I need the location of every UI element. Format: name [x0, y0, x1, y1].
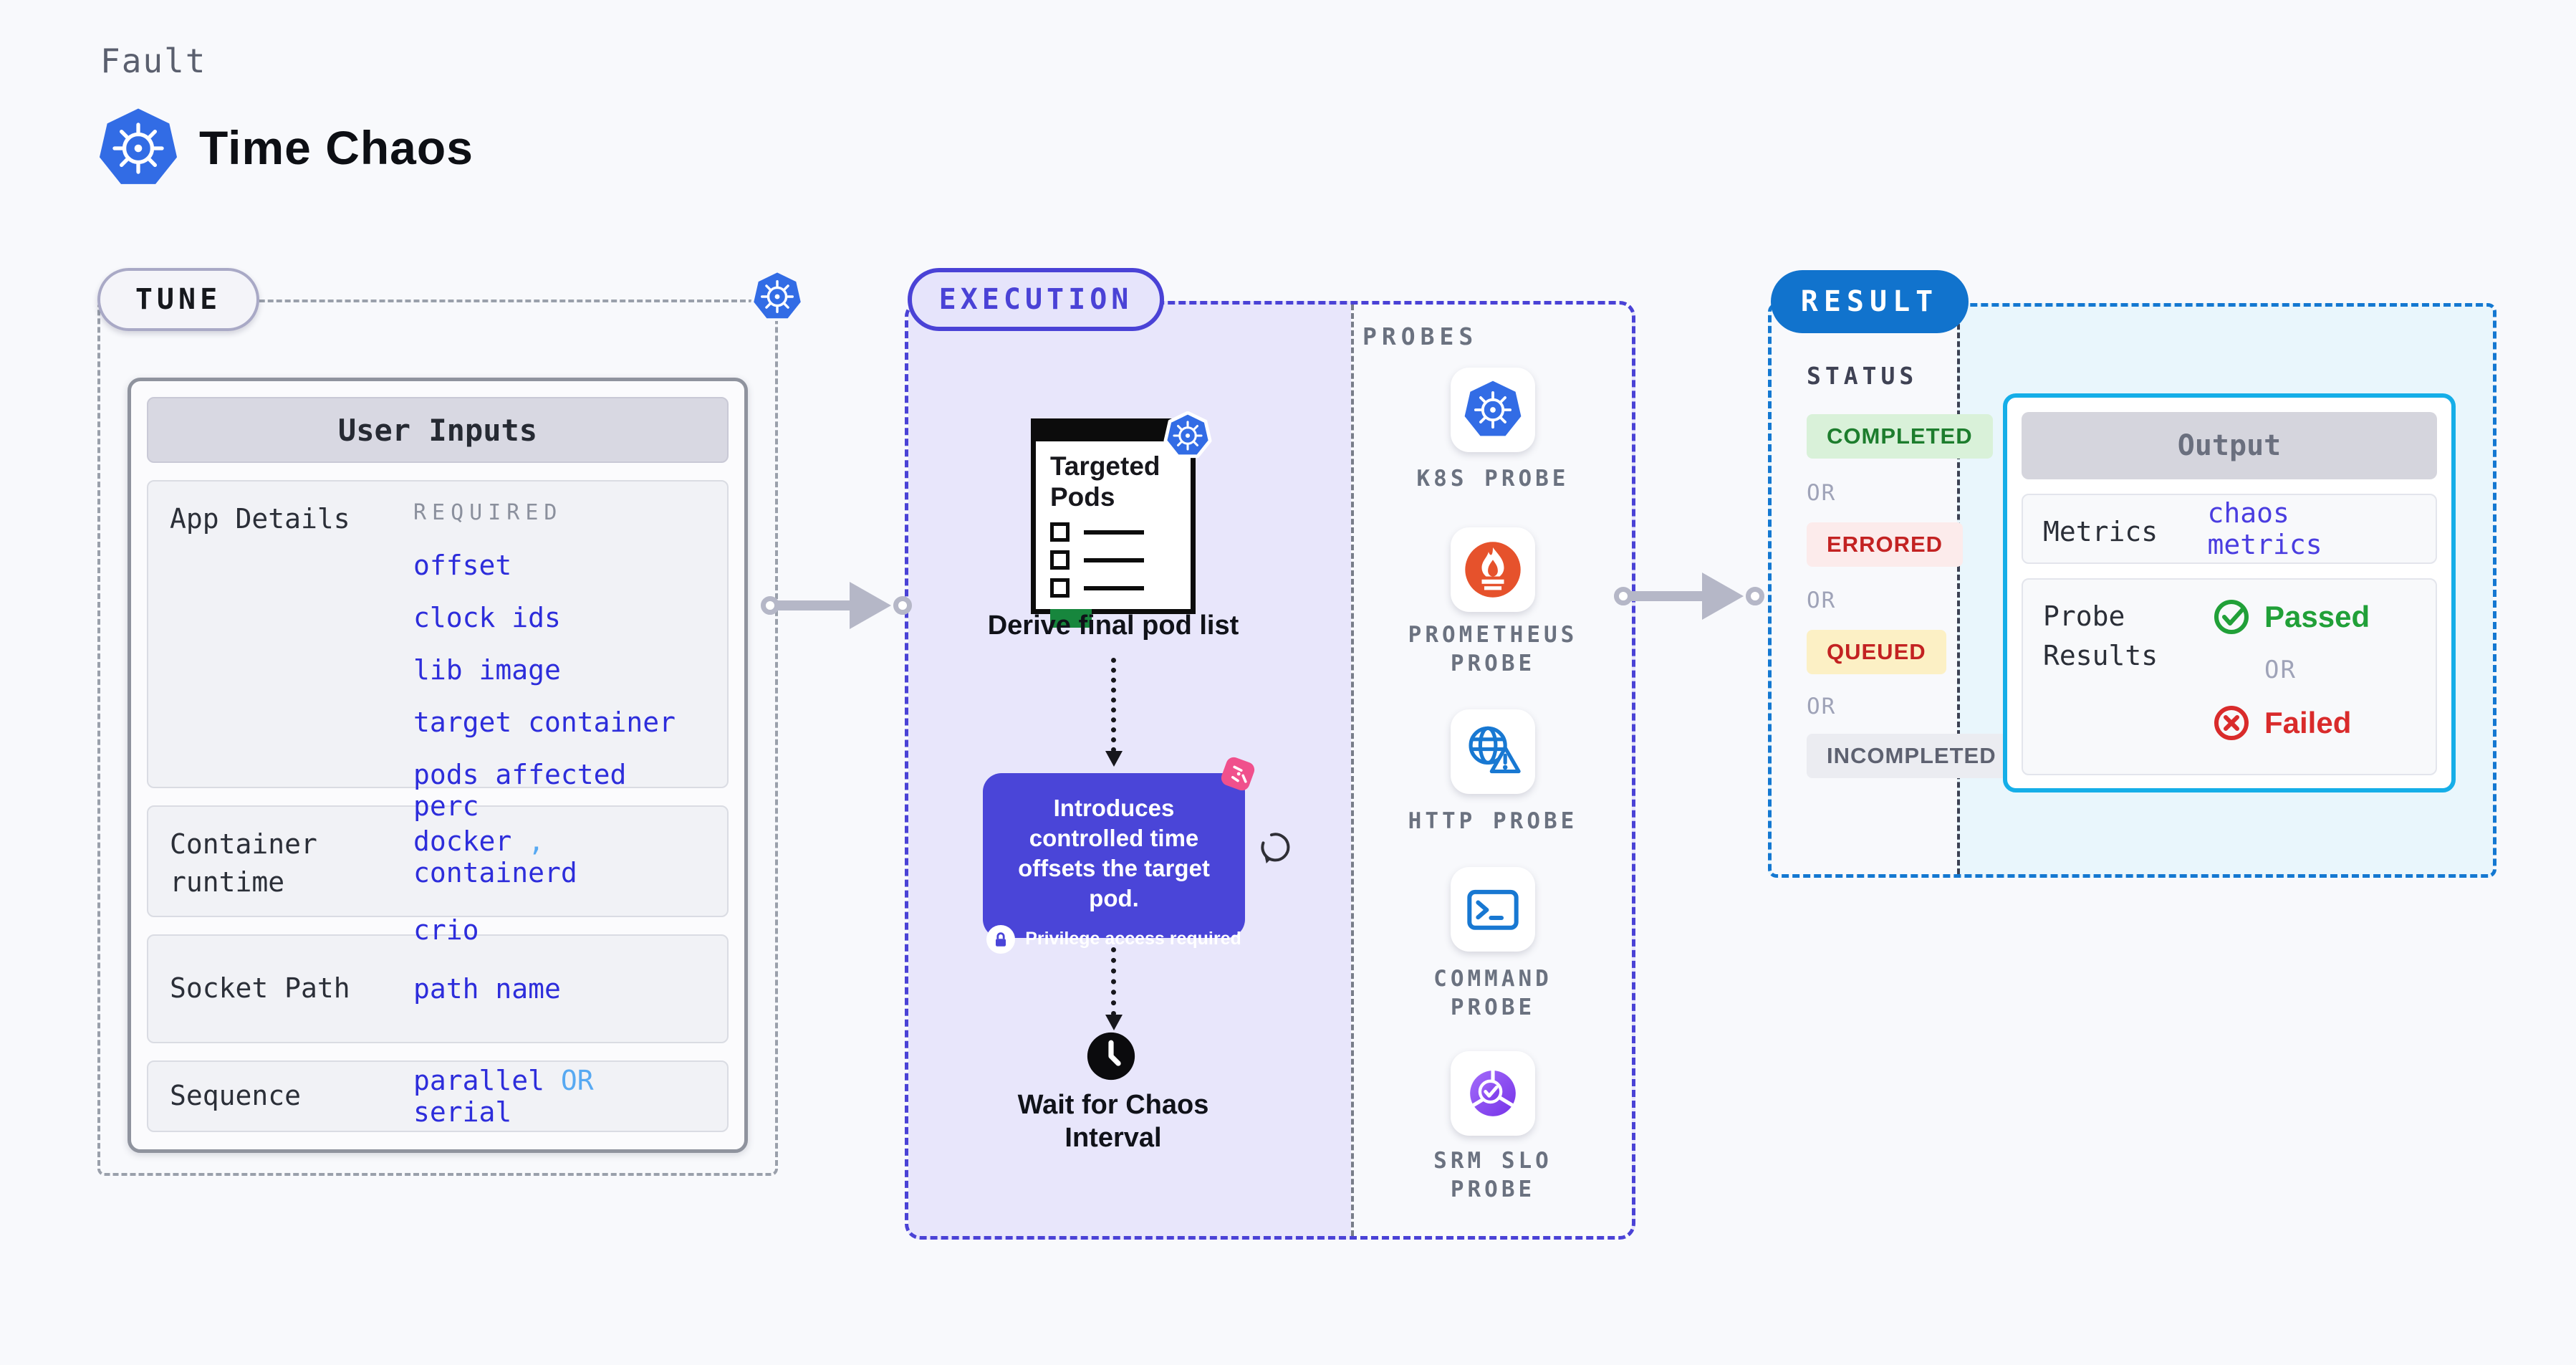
- slo-gauge-check-icon: [1470, 1070, 1516, 1116]
- checkbox-icon: [1050, 550, 1070, 570]
- probes-divider: [1351, 305, 1354, 1236]
- prometheus-probe-card: [1451, 527, 1535, 612]
- pod-checkbox-row: [1050, 578, 1191, 598]
- check-circle-icon: [2214, 600, 2249, 634]
- status-heading: STATUS: [1807, 362, 1918, 390]
- app-details-section: App Details REQUIRED offset clock ids li…: [147, 480, 729, 822]
- metrics-label: Metrics: [2043, 516, 2158, 547]
- status-badge-completed: COMPLETED: [1807, 414, 1993, 459]
- app-detail-value: pods affected perc: [413, 759, 627, 822]
- or-label: OR: [1807, 480, 1837, 506]
- pod-checkbox-row: [1050, 522, 1191, 542]
- probe-label: SRM SLO PROBE: [1433, 1148, 1552, 1203]
- wait-interval-caption: Wait for Chaos Interval: [1017, 1090, 1209, 1153]
- probe-label: K8S PROBE: [1416, 466, 1570, 492]
- or-label: OR: [1807, 588, 1837, 613]
- probe-label: PROMETHEUS PROBE: [1408, 622, 1578, 677]
- terminal-icon: [1467, 889, 1519, 930]
- required-tag: REQUIRED: [413, 500, 563, 525]
- fault-eyebrow: Fault: [100, 42, 207, 80]
- kubernetes-icon: [1464, 380, 1522, 436]
- k8s-probe-card: [1451, 368, 1535, 452]
- tune-section-box: [97, 300, 778, 1176]
- dotted-flow-arrow: [1105, 947, 1123, 1030]
- checkbox-icon: [1050, 522, 1070, 542]
- or-label: OR: [1807, 694, 1837, 719]
- sequence-value: serial: [413, 1096, 512, 1128]
- metrics-row: Metrics chaos metrics: [2022, 494, 2437, 564]
- passed-label: Passed: [2264, 600, 2370, 633]
- prometheus-icon: [1465, 542, 1521, 598]
- srm-slo-probe-card: [1451, 1051, 1535, 1136]
- app-detail-value: target container: [413, 707, 676, 738]
- progress-bar: [1050, 609, 1092, 628]
- container-runtime-label: Container runtime: [170, 828, 317, 899]
- probe-results-label: Probe Results: [2043, 600, 2158, 672]
- targeted-pods-card: Targeted Pods: [1031, 418, 1196, 628]
- failed-label: Failed: [2264, 706, 2352, 739]
- output-divider: [1957, 307, 1960, 874]
- or-connector: OR: [560, 1065, 594, 1096]
- or-label: OR: [2264, 656, 2297, 684]
- user-inputs-card: User Inputs App Details REQUIRED offset …: [128, 378, 748, 1153]
- chaos-pinwheel-icon: [1216, 752, 1259, 795]
- probe-label: HTTP PROBE: [1408, 808, 1578, 834]
- x-circle-icon: [2214, 706, 2249, 740]
- status-badge-errored: ERRORED: [1807, 522, 1964, 567]
- probes-heading: PROBES: [1363, 322, 1479, 350]
- kubernetes-icon: [96, 106, 181, 195]
- runtime-value: crio: [413, 914, 479, 946]
- lock-icon: [986, 924, 1016, 954]
- status-badge-queued: QUEUED: [1807, 630, 1946, 674]
- sequence-label: Sequence: [170, 1080, 302, 1112]
- socket-path-section: Socket Path path name: [147, 934, 729, 1043]
- result-pill: RESULT: [1771, 270, 1969, 333]
- socket-path-label: Socket Path: [170, 972, 350, 1005]
- tune-pill: TUNE: [97, 268, 259, 331]
- page-title: Time Chaos: [199, 121, 474, 174]
- globe-warning-icon: [1469, 726, 1521, 774]
- kubernetes-icon: [1163, 411, 1212, 463]
- runtime-value: containerd: [413, 857, 577, 889]
- sequence-value: parallel: [413, 1065, 545, 1096]
- http-probe-card: [1451, 709, 1535, 794]
- metrics-value: chaos metrics: [2207, 497, 2322, 560]
- dotted-flow-arrow: [1105, 658, 1123, 767]
- app-detail-value: offset: [413, 550, 512, 581]
- tooltip-text: Introduces controlled time offsets the t…: [1018, 795, 1210, 911]
- container-runtime-section: Container runtime docker , containerd cr…: [147, 805, 729, 946]
- clock-icon: [1085, 1030, 1137, 1082]
- app-details-label: App Details: [170, 503, 350, 535]
- socket-path-value: path name: [413, 973, 561, 1005]
- sequence-section: Sequence parallel OR serial: [147, 1060, 729, 1132]
- probe-results-row: Probe Results Passed OR Failed: [2022, 578, 2437, 775]
- probe-label: COMMAND PROBE: [1433, 966, 1552, 1021]
- kubernetes-icon: [750, 269, 804, 327]
- derive-pod-list-caption: Derive final pod list: [987, 610, 1239, 641]
- app-detail-value: clock ids: [413, 602, 561, 633]
- status-badge-incompleted: INCOMPLETED: [1807, 734, 2017, 778]
- separator: ,: [528, 825, 545, 857]
- user-inputs-title: User Inputs: [147, 397, 729, 463]
- output-title: Output: [2022, 412, 2437, 479]
- targeted-pods-title: Targeted Pods: [1050, 451, 1160, 512]
- pod-checkbox-row: [1050, 550, 1191, 570]
- output-panel: Output Metrics chaos metrics Probe Resul…: [2003, 393, 2456, 792]
- execution-pill: EXECUTION: [908, 268, 1164, 331]
- checkbox-icon: [1050, 578, 1070, 598]
- runtime-value: docker: [413, 825, 512, 857]
- privilege-note: Privilege access required: [1025, 929, 1241, 949]
- app-detail-value: lib image: [413, 654, 561, 686]
- retry-loop-icon: [1258, 830, 1294, 866]
- chaos-action-tooltip: Introduces controlled time offsets the t…: [983, 773, 1245, 954]
- command-probe-card: [1451, 867, 1535, 952]
